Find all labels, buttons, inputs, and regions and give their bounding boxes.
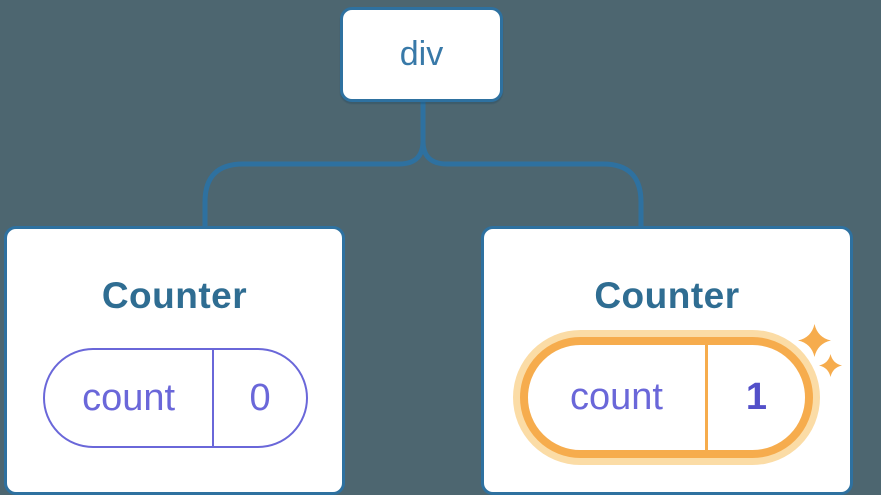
sparkle-icon <box>819 354 843 378</box>
state-value: 0 <box>249 376 271 419</box>
counter-card-left: Counter count 0 <box>4 226 345 495</box>
state-name-label: count <box>45 350 215 446</box>
sparkle-icon <box>798 324 831 357</box>
counter-title: Counter <box>101 275 248 316</box>
root-node-div: div <box>340 7 503 102</box>
state-pill-highlighted: count 1 <box>520 337 813 458</box>
connector-right-branch <box>420 100 644 230</box>
state-name-label: count <box>528 345 708 450</box>
root-node-label: div <box>399 35 444 73</box>
sparkles-icon <box>798 324 843 378</box>
connector-left-branch <box>202 100 426 230</box>
counter-title: Counter <box>594 275 740 316</box>
state-pill: count 0 <box>43 348 308 448</box>
state-value: 1 <box>745 376 767 418</box>
counter-card-right: Counter count 1 <box>481 226 853 495</box>
